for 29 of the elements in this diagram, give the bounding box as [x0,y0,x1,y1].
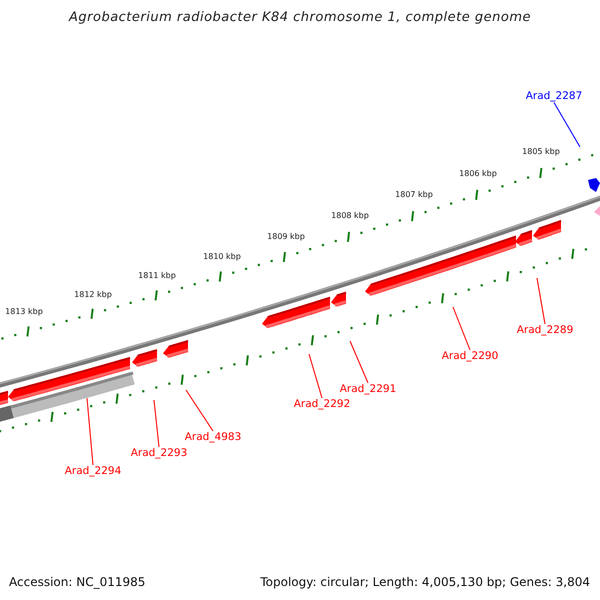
scale-label: 1807 kbp [395,191,433,199]
scale-label: 1812 kbp [74,291,112,299]
gene-label: Arad_2289 [516,325,574,336]
gene-label: Arad_2292 [294,399,350,410]
scale-label: 1811 kbp [138,272,176,280]
leader-line [86,398,94,466]
gene-label: Arad_4983 [184,432,242,442]
gene-bar [8,372,135,419]
gene-label: Arad_2291 [340,384,396,394]
scale-label: 1810 kbp [203,253,241,261]
leader-line [452,306,470,350]
gene-label: Arad_2294 [64,466,122,476]
leader-line [154,400,160,448]
leader-line [308,354,322,398]
scale-label: 1809 kbp [267,233,305,241]
scale-label: 1806 kbp [459,170,497,178]
gene-label: Arad_2290 [442,351,498,362]
gene-label: Arad_2293 [130,448,188,458]
leader-line [186,390,214,432]
leader-line [536,278,546,324]
scale-label: 1805 kbp [522,148,560,156]
leader-line [350,340,368,384]
accession-text: Accession: NC_011985 [9,576,146,588]
scale-label: 1813 kbp [5,308,43,316]
title: Agrobacterium radiobacter K84 chromosome 1, complete genome [68,11,532,24]
scale-label: 1808 kbp [331,212,369,220]
leader-line [554,102,580,148]
genome-info-text: Topology: circular; Length: 4,005,130 bp; Genes: 3,804 [260,576,590,588]
gene-label: Arad_2287 [526,91,582,102]
